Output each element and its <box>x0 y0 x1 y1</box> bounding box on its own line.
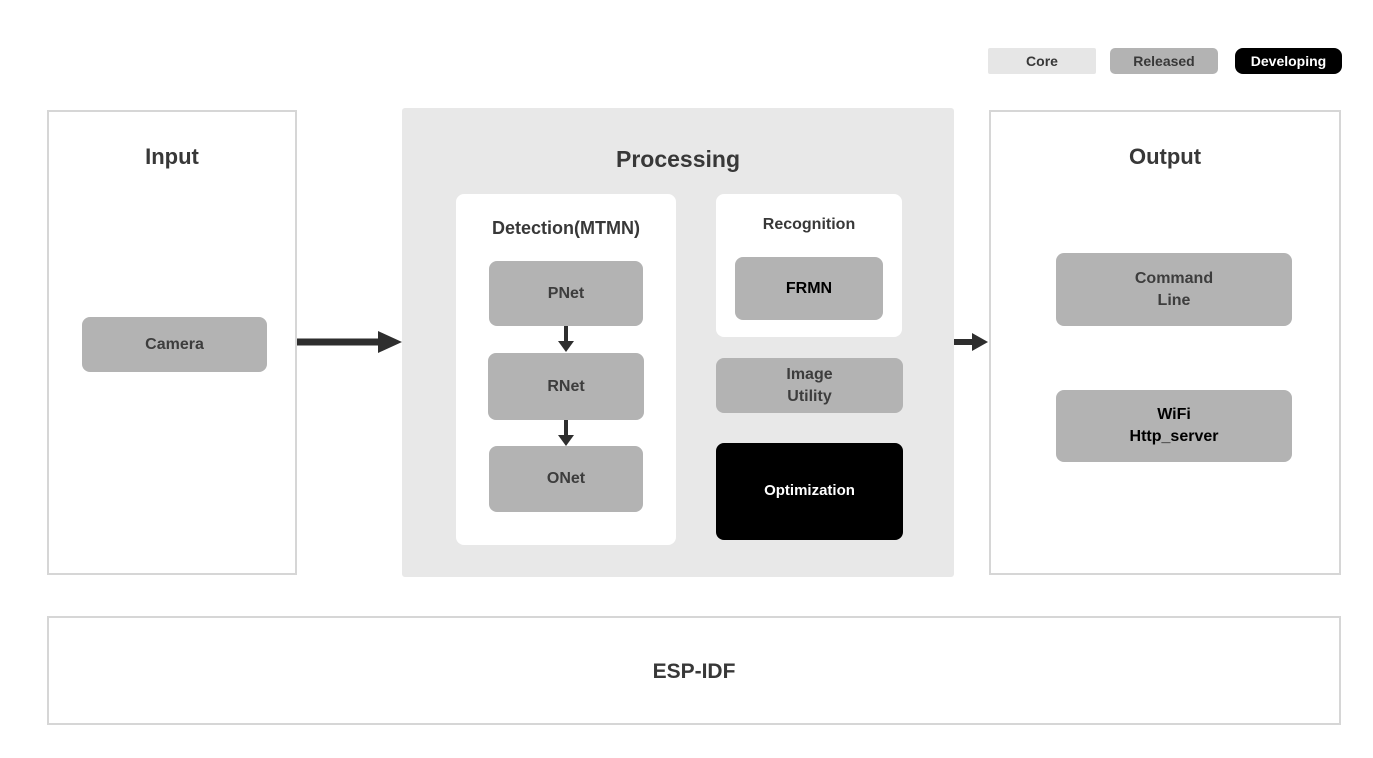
recognition-card: Recognition FRMN <box>716 194 902 337</box>
wifi-http-server-node: WiFi Http_server <box>1056 390 1292 462</box>
wifi-http-server-node-label: WiFi Http_server <box>1129 406 1219 445</box>
processing-panel: Processing Detection(MTMN) PNet RNet ONe… <box>402 108 954 577</box>
rnet-node: RNet <box>488 353 644 420</box>
esp-idf-panel-title: ESP-IDF <box>652 660 736 683</box>
legend-released-label: Released <box>1133 53 1195 69</box>
arrow-shaft <box>564 420 568 436</box>
arrow-rnet-to-onet <box>558 420 574 446</box>
arrow-shaft <box>564 326 568 342</box>
frmn-node-label: FRMN <box>785 279 833 297</box>
onet-node: ONet <box>489 446 643 512</box>
processing-panel-title: Processing <box>616 146 740 172</box>
arrow-head-icon <box>378 331 402 353</box>
camera-node: Camera <box>82 317 267 372</box>
esp-idf-panel: ESP-IDF <box>47 616 1341 725</box>
output-panel: Output Command Line WiFi Http_server <box>989 110 1341 575</box>
optimization-node-label: Optimization <box>764 482 855 500</box>
arrow-processing-to-output <box>954 333 988 351</box>
input-panel: Input Camera <box>47 110 297 575</box>
pnet-node-label: PNet <box>547 284 585 302</box>
image-utility-node-label: Image Utility <box>786 365 833 405</box>
arrow-head-icon <box>972 333 988 351</box>
detection-card-title: Detection(MTMN) <box>492 218 640 238</box>
arrow-shaft <box>954 339 974 345</box>
command-line-node-label: Command Line <box>1134 269 1214 309</box>
optimization-node: Optimization <box>716 443 903 540</box>
pnet-node: PNet <box>489 261 643 326</box>
arrow-input-to-processing <box>297 331 402 353</box>
onet-node-label: ONet <box>546 470 586 488</box>
input-panel-title: Input <box>145 144 199 169</box>
legend-released: Released <box>1110 48 1218 74</box>
legend-core-label: Core <box>1026 53 1058 69</box>
arrow-head-icon <box>558 341 574 352</box>
image-utility-node: Image Utility <box>716 358 903 413</box>
arrow-pnet-to-rnet <box>558 326 574 353</box>
output-panel-title: Output <box>1128 144 1202 169</box>
frmn-node: FRMN <box>735 257 883 320</box>
recognition-card-title: Recognition <box>762 216 856 233</box>
legend-developing-label: Developing <box>1250 53 1327 69</box>
arrow-head-icon <box>558 435 574 446</box>
arrow-shaft <box>297 338 380 346</box>
camera-node-label: Camera <box>145 335 204 353</box>
command-line-node: Command Line <box>1056 253 1292 326</box>
legend-core: Core <box>988 48 1096 74</box>
legend-developing: Developing <box>1235 48 1342 74</box>
detection-card: Detection(MTMN) PNet RNet ONet <box>456 194 676 545</box>
rnet-node-label: RNet <box>547 377 585 395</box>
